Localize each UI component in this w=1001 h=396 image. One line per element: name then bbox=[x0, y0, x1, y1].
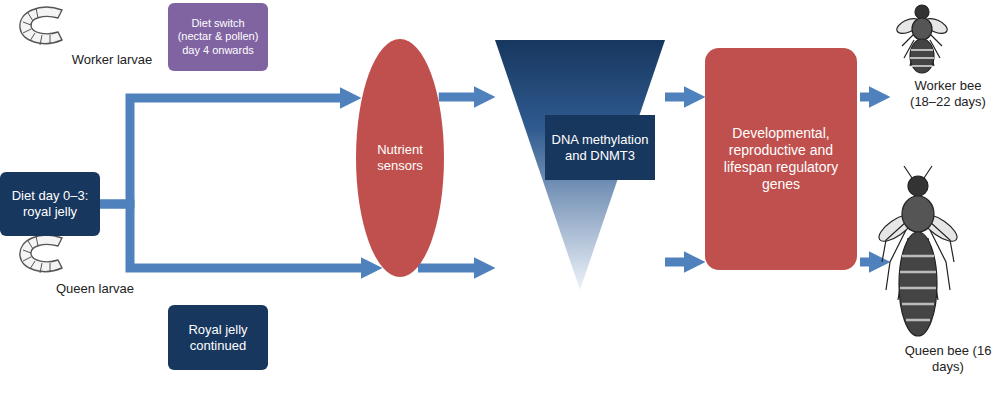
gene-box: Developmental, reproductive and lifespan… bbox=[705, 48, 857, 270]
larva-label: Worker larvae bbox=[60, 52, 164, 68]
bee-label: Worker bee (18–22 days) bbox=[900, 78, 996, 109]
flow-arrow bbox=[665, 258, 688, 267]
methylation-funnel: DNA methylation and DNMT3 bbox=[495, 40, 665, 290]
larva-drawing bbox=[20, 7, 62, 45]
output-arrow bbox=[860, 258, 873, 267]
diet-switch-box: Diet switch (nectar & pollen) day 4 onwa… bbox=[168, 3, 268, 71]
queen-bee-drawing bbox=[875, 166, 961, 336]
diet-box: Diet day 0–3: royal jelly bbox=[0, 172, 100, 236]
flow-arrow bbox=[439, 93, 478, 102]
larva-label: Queen larvae bbox=[40, 281, 150, 297]
diet-box: Royal jelly continued bbox=[168, 305, 268, 370]
flow-arrow bbox=[100, 98, 344, 204]
flow-arrow bbox=[418, 264, 478, 273]
larva-drawing bbox=[20, 235, 62, 273]
worker-bee-drawing bbox=[895, 5, 950, 73]
node-text: Diet day 0–3: royal jelly bbox=[6, 188, 94, 219]
funnel-fill bbox=[495, 40, 665, 290]
node-text: Royal jelly continued bbox=[174, 322, 262, 353]
node-text: Nutrient sensors bbox=[367, 142, 433, 173]
node-text: Developmental, reproductive and lifespan… bbox=[711, 125, 851, 192]
flow-arrow bbox=[665, 93, 688, 102]
node-text: Diet switch (nectar & pollen) day 4 onwa… bbox=[174, 17, 262, 57]
flow-arrow bbox=[100, 204, 365, 268]
node-text: DNA methylation and DNMT3 bbox=[545, 115, 655, 180]
sensor-ellipse: Nutrient sensors bbox=[355, 38, 445, 278]
ellipse-fill bbox=[356, 39, 444, 277]
output-arrow bbox=[860, 93, 873, 102]
bee-label: Queen bee (16 days) bbox=[900, 343, 996, 374]
